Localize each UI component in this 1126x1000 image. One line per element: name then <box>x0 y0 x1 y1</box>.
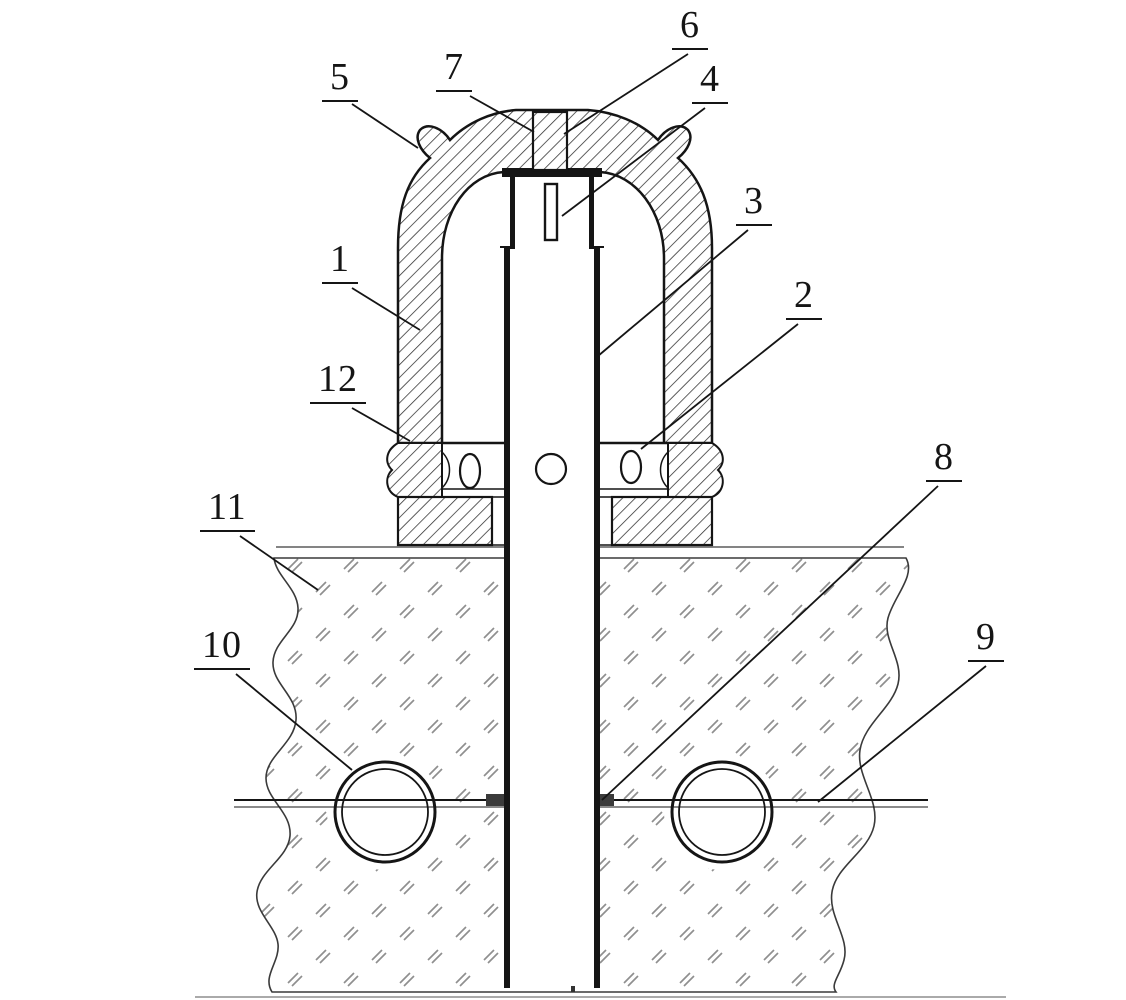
leader-8 <box>601 485 939 801</box>
joint-tab-right <box>600 794 614 806</box>
callout-4: 4 <box>692 60 728 104</box>
leader-12 <box>351 407 411 442</box>
leader-5 <box>351 103 419 149</box>
leader-9 <box>817 665 987 803</box>
leader-6 <box>563 53 689 135</box>
callout-5: 5 <box>322 58 358 102</box>
collar-left <box>386 442 443 498</box>
leader-11 <box>239 535 319 591</box>
pipe-right-outer <box>670 760 774 864</box>
leader-1 <box>351 287 421 331</box>
top-assembly <box>502 110 602 242</box>
leader-4 <box>561 107 706 217</box>
leader-10 <box>235 673 353 771</box>
tube-interior <box>504 246 600 988</box>
seal-left <box>458 452 482 490</box>
tube-wall-right <box>594 246 600 988</box>
bottom-tick <box>571 986 575 992</box>
collar-detail-left <box>441 451 451 489</box>
collar-right <box>667 442 724 498</box>
joint-tab-left <box>486 794 504 806</box>
pipe-left-inner <box>341 768 429 856</box>
leader-3 <box>597 229 749 357</box>
embedded-pipes <box>234 754 928 870</box>
callout-6: 6 <box>672 6 708 50</box>
seal-right <box>619 449 643 485</box>
collar-detail-right <box>659 451 669 489</box>
leader-7 <box>469 95 535 133</box>
pipe-right-inner <box>678 768 766 856</box>
callout-9: 9 <box>968 618 1004 662</box>
leader-lines <box>235 53 987 803</box>
leader-2 <box>640 323 799 450</box>
seal-fasteners <box>458 449 643 490</box>
pipe-left-outer <box>333 760 437 864</box>
seal-center <box>534 452 568 486</box>
callout-8: 8 <box>926 438 962 482</box>
callout-11: 11 <box>200 488 255 532</box>
callout-3: 3 <box>736 182 772 226</box>
callout-2: 2 <box>786 276 822 320</box>
tube-wall-left <box>504 246 510 988</box>
inner-pin <box>543 182 559 242</box>
base-block-right <box>610 495 714 547</box>
callout-12: 12 <box>310 360 366 404</box>
joint-tabs <box>486 794 614 806</box>
base-block-left <box>396 495 494 547</box>
dome-cap <box>386 108 724 547</box>
top-plate <box>502 168 602 177</box>
tube-upper-wall-right <box>589 177 594 249</box>
tube-upper-wall-left <box>510 177 515 249</box>
callout-7: 7 <box>436 48 472 92</box>
central-tube <box>500 177 604 988</box>
callout-1: 1 <box>322 240 358 284</box>
callout-10: 10 <box>194 626 250 670</box>
plug-cap <box>531 110 569 172</box>
